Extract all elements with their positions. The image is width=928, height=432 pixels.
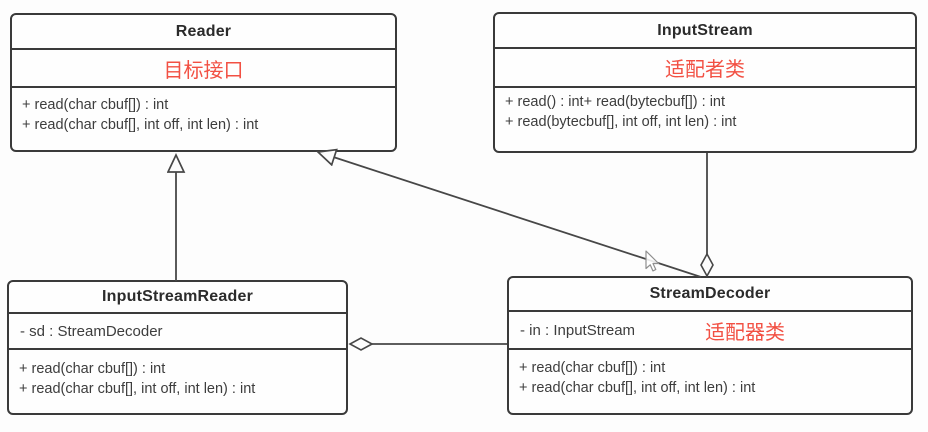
method-line: + read() : int+ read(bytecbuf[]) : int [505,94,726,110]
methods-compartment-streamdecoder: + read(char cbuf[]) : int + read(char cb… [509,350,911,398]
generalization-arrow-streamdecoder-to-reader [318,152,702,278]
class-title-inputstream: InputStream [495,14,915,49]
class-title-reader: Reader [12,15,395,50]
method-line: + read(char cbuf[]) : int [19,361,166,377]
annotation-label-target-interface: 目标接口 [163,59,244,82]
annotation-compartment-reader: 目标接口 [12,50,395,88]
methods-compartment-inputstreamreader: + read(char cbuf[]) : int + read(char cb… [9,350,346,399]
class-box-streamdecoder: StreamDecoder - in : InputStream 适配器类 + … [507,276,913,415]
class-box-inputstream: InputStream 适配者类 + read() : int+ read(by… [493,12,917,153]
attribute-sd-streamdecoder: - sd : StreamDecoder [20,322,163,340]
method-line: + read(char cbuf[]) : int [519,360,666,376]
method-line: + read(char cbuf[], int off, int len) : … [22,116,259,133]
annotation-compartment-inputstream: 适配者类 [495,49,915,88]
attribute-in-inputstream: - in : InputStream [520,321,636,339]
methods-compartment-inputstream: + read() : int+ read(bytecbuf[]) : int +… [495,88,915,132]
method-line: + read(bytecbuf[], int off, int len) : i… [505,113,737,130]
attribute-compartment-streamdecoder: - in : InputStream 适配器类 [509,312,911,350]
class-title-streamdecoder: StreamDecoder [509,278,911,312]
attribute-compartment-inputstreamreader: - sd : StreamDecoder [9,314,346,350]
method-line: + read(char cbuf[]) : int [22,97,169,113]
method-line: + read(char cbuf[], int off, int len) : … [19,380,256,397]
class-title-inputstreamreader: InputStreamReader [9,282,346,314]
annotation-label-adaptee-class: 适配者类 [665,59,745,81]
class-box-inputstreamreader: InputStreamReader - sd : StreamDecoder +… [7,280,348,415]
method-line: + read(char cbuf[], int off, int len) : … [519,379,756,396]
methods-compartment-reader: + read(char cbuf[]) : int + read(char cb… [12,88,395,135]
class-box-reader: Reader 目标接口 + read(char cbuf[]) : int + … [10,13,397,152]
mouse-cursor-icon [645,250,660,272]
annotation-label-adapter-class: 适配器类 [705,321,786,344]
